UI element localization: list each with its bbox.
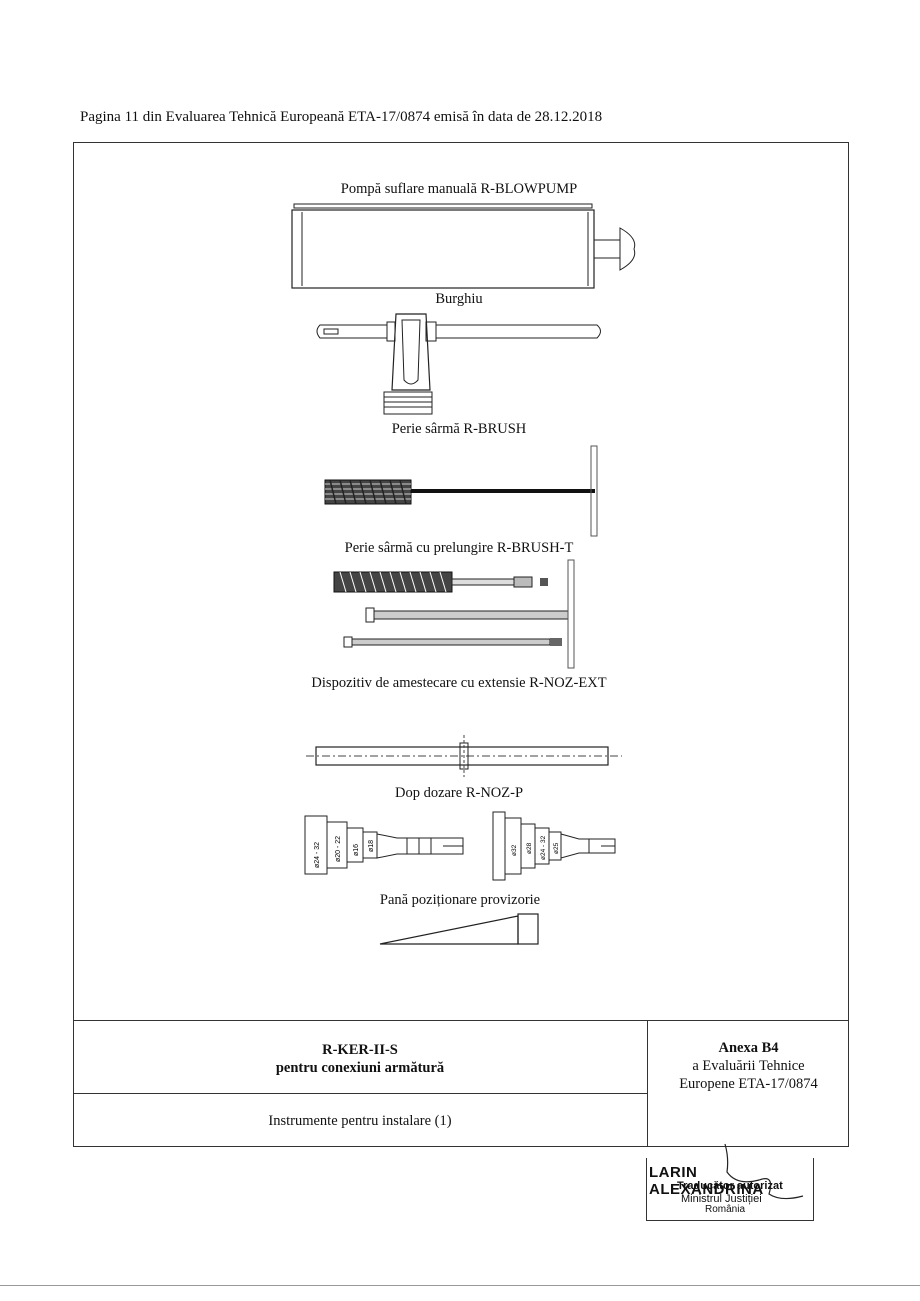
footer-middle-rule xyxy=(73,1093,648,1094)
wedge-illustration xyxy=(379,913,539,945)
stamp-line: Traducător autorizat xyxy=(677,1180,783,1192)
brush-t-illustration xyxy=(333,559,575,669)
noz-p-left-label: ø24 - 32 xyxy=(314,842,321,868)
translator-stamp: LARIN ALEXANDRINA Traducător autorizat M… xyxy=(646,1143,814,1221)
noz-p-left-label: ø16 xyxy=(353,844,360,856)
caption-noz-ext: Dispozitiv de amestecare cu extensie R-N… xyxy=(311,675,607,691)
footer-top-rule xyxy=(73,1020,849,1021)
blowpump-illustration xyxy=(291,203,636,289)
caption-brush: Perie sârmă R-BRUSH xyxy=(391,421,527,437)
noz-p-right-label: ø32 xyxy=(511,844,518,856)
caption-noz-p: Dop dozare R-NOZ-P xyxy=(394,785,524,801)
stamp-line: Ministrul Justiției xyxy=(681,1193,762,1205)
noz-p-illustration: ø24 - 32 ø20 - 22 ø16 ø18 ø32 ø28 ø24 - … xyxy=(304,811,616,881)
caption-drill: Burghiu xyxy=(435,291,483,307)
drill-illustration xyxy=(316,313,601,415)
scan-edge-line xyxy=(0,1285,920,1286)
page-header: Pagina 11 din Evaluarea Tehnică European… xyxy=(80,109,603,125)
noz-p-left-label: ø20 - 22 xyxy=(335,836,342,862)
stamp-name: LARIN ALEXANDRINA xyxy=(649,1164,764,1198)
annex-description: Instrumente pentru instalare (1) xyxy=(268,1113,452,1129)
brush-illustration xyxy=(324,445,598,537)
caption-blowpump: Pompă suflare manuală R-BLOWPUMP xyxy=(340,181,578,197)
caption-brush-t: Perie sârmă cu prelungire R-BRUSH-T xyxy=(344,540,574,556)
annex-reference: a Evaluării Tehnice xyxy=(692,1058,805,1074)
noz-p-right-label: ø28 xyxy=(526,842,533,854)
noz-p-right-label: ø25 xyxy=(553,842,560,854)
stamp-line: România xyxy=(705,1204,746,1215)
noz-ext-illustration xyxy=(306,735,622,777)
noz-p-right-label: ø24 - 32 xyxy=(540,835,547,860)
caption-wedge: Pană poziționare provizorie xyxy=(379,892,541,908)
annex-frame xyxy=(73,142,849,1147)
annex-reference: Europene ETA-17/0874 xyxy=(679,1076,818,1092)
footer-divider xyxy=(647,1020,648,1147)
product-name: R-KER-II-S xyxy=(322,1042,398,1058)
signature-mark xyxy=(724,1143,804,1200)
noz-p-left-label: ø18 xyxy=(368,840,375,852)
product-subtitle: pentru conexiuni armătură xyxy=(275,1060,445,1076)
annex-title: Anexa B4 xyxy=(718,1040,779,1056)
